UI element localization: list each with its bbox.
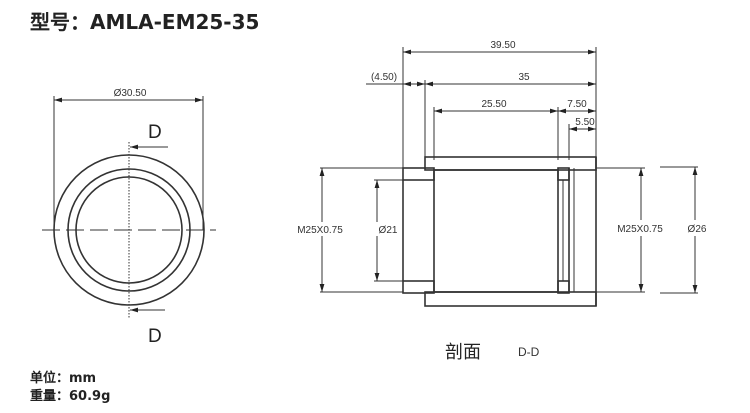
model-title: 型号：AMLA-EM25-35 [30,10,259,34]
left-thread-label: M25X0.75 [297,225,343,236]
bore-diameter-label: Ø21 [379,225,398,236]
right-thread-label: M25X0.75 [617,224,663,235]
right-step-label: 7.50 [567,99,587,110]
top-wall [424,156,597,171]
bottom-wall [424,291,597,307]
bore-length-label: 25.50 [481,99,506,110]
section-view: 39.50 (4.50) 35 25.50 7.50 5.50 M25X0.75… [297,40,707,363]
section-marker-bottom: D [148,326,162,347]
units-label: 单位：mm [30,370,96,386]
right-thread-length-label: 5.50 [575,117,595,128]
body-length-label: 35 [518,72,530,83]
front-view: Ø30.50 D D [42,88,216,347]
section-marker-top: D [148,122,162,143]
outer-diameter-label: Ø26 [688,224,707,235]
bore [433,169,559,293]
overall-length-label: 39.50 [490,40,515,51]
diameter-label: Ø30.50 [114,88,147,99]
section-caption-id: D-D [518,345,540,359]
section-caption: 剖面 [445,342,481,363]
flange-length-label: (4.50) [371,72,397,83]
weight-label: 重量：60.9g [30,388,110,404]
